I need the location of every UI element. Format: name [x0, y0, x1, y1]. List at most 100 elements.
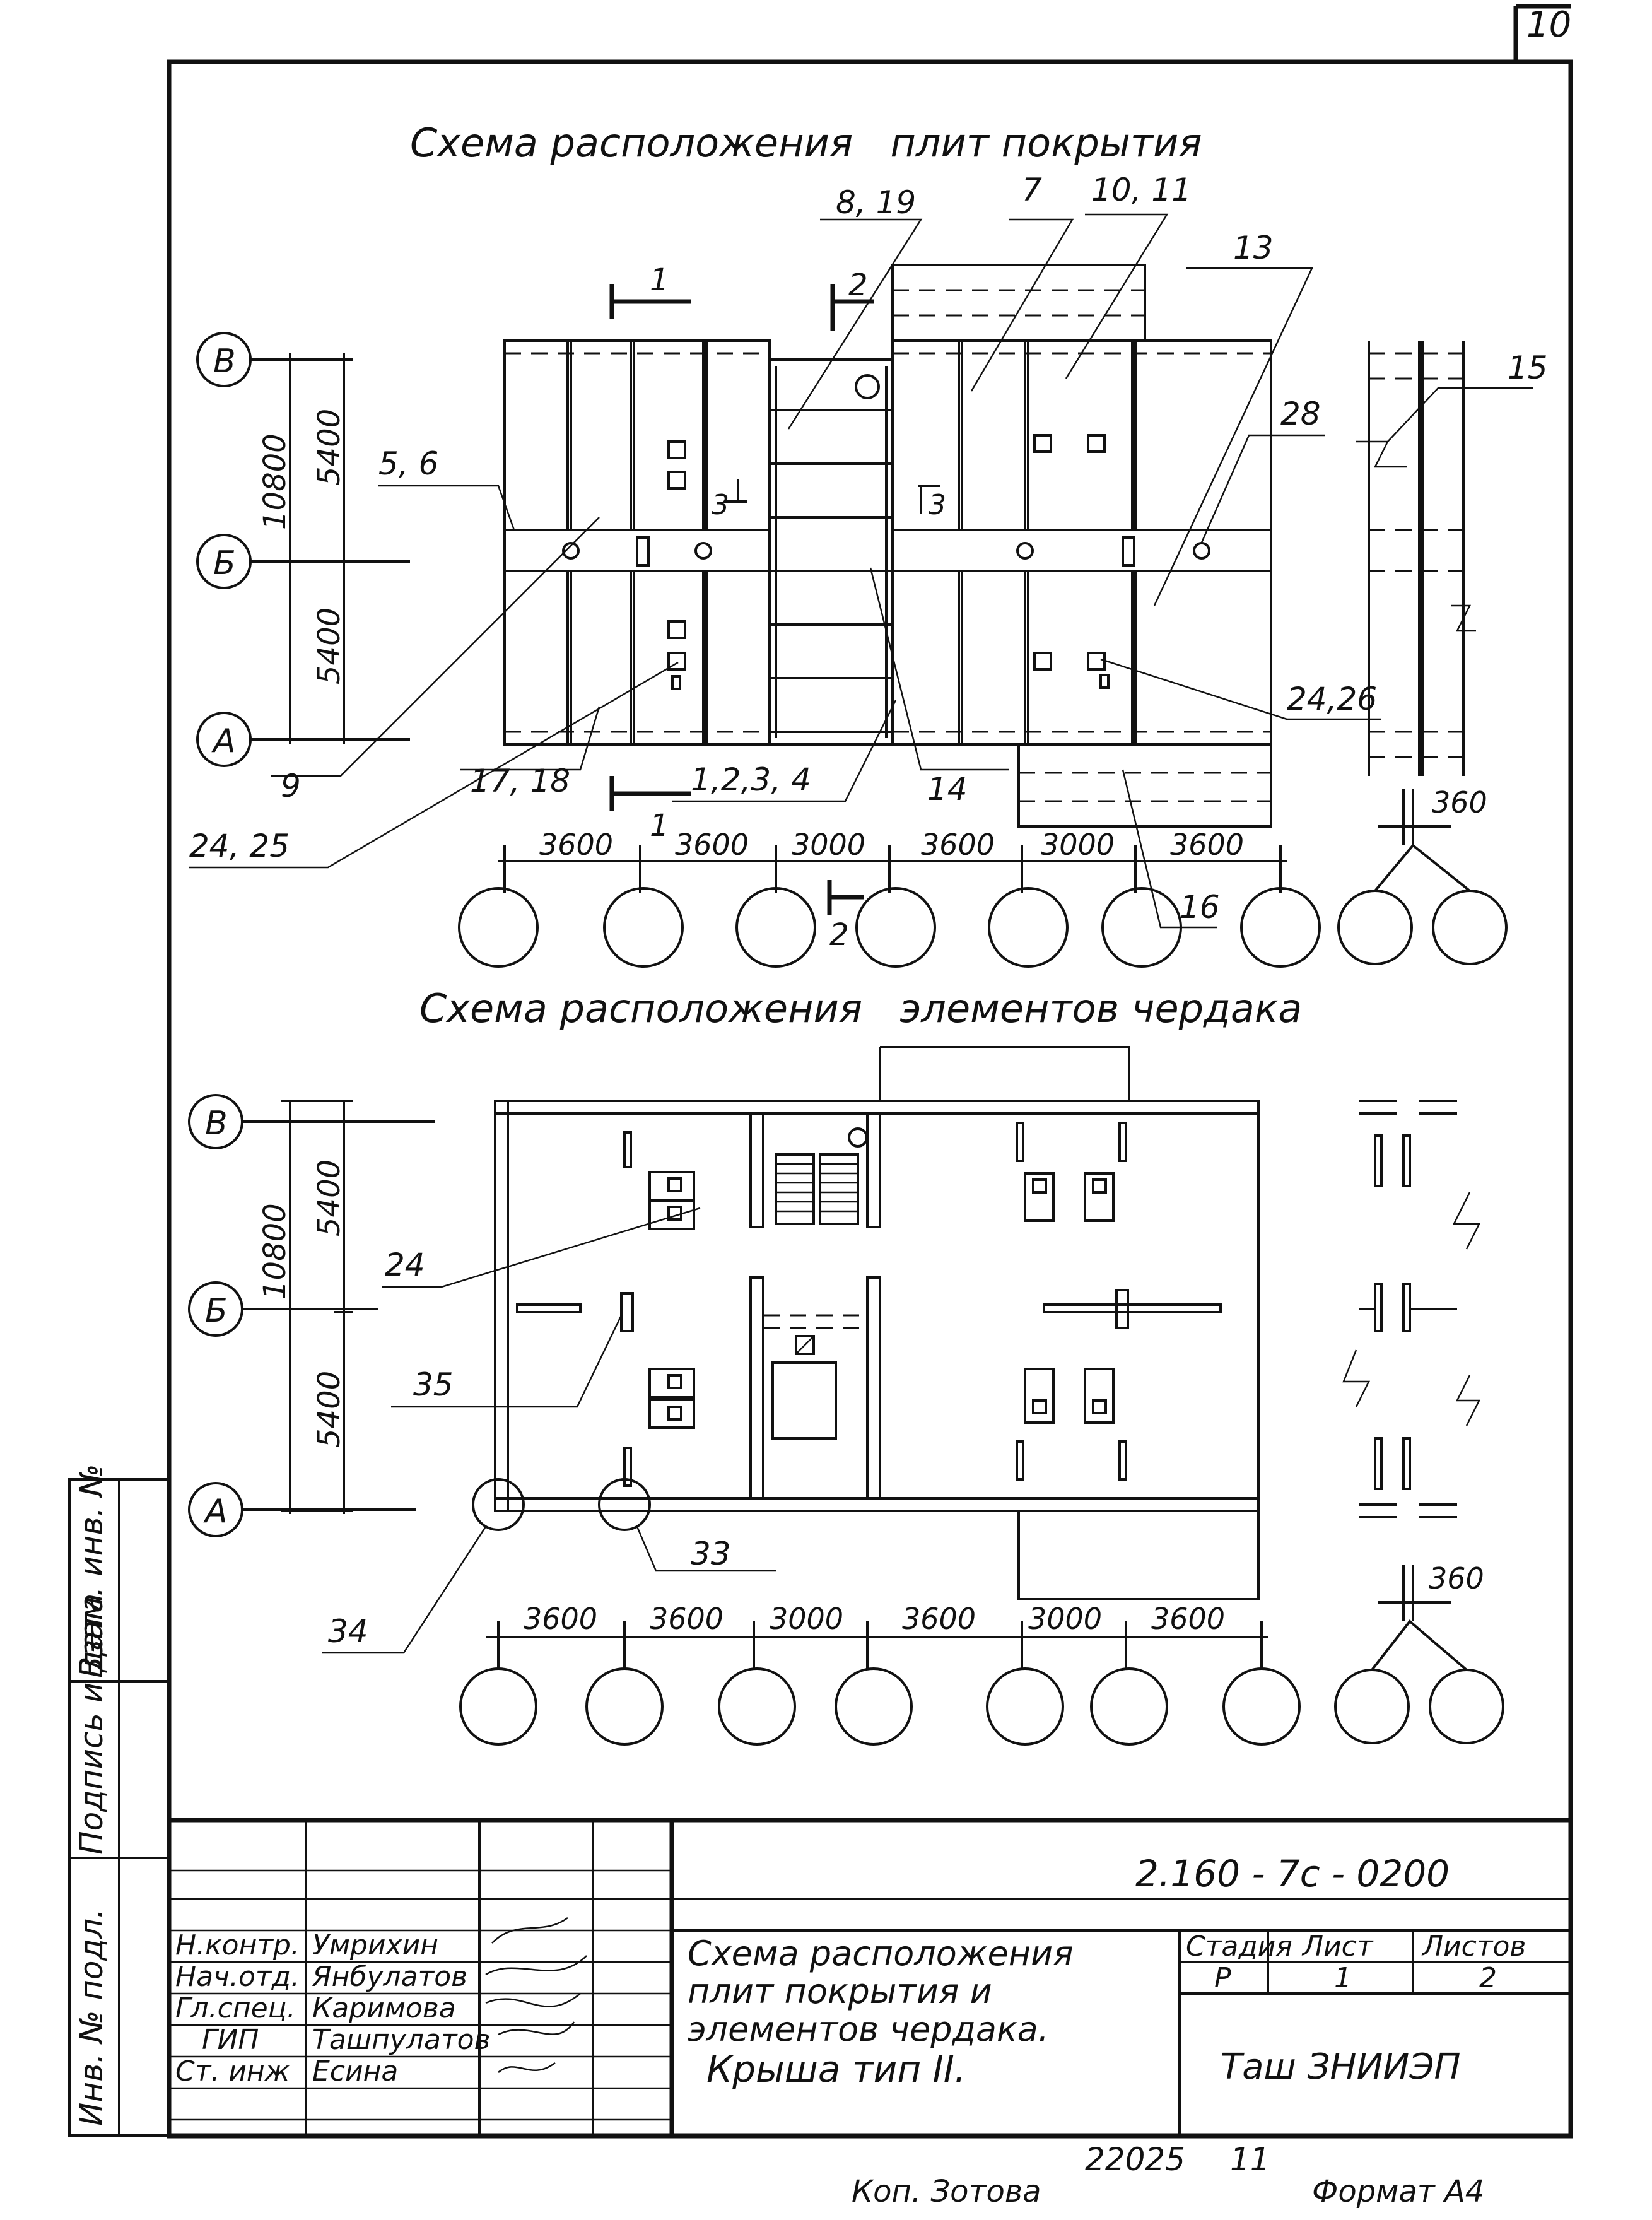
plan1-dim-5400-top: 5400: [312, 409, 347, 486]
signature-table: Н.контр. Умрихин Нач.отд. Янбулатов Гл.с…: [175, 1917, 587, 2088]
doc-code: 2.160 - 7с - 0200: [1135, 1852, 1450, 1895]
callout-24: 24: [385, 1247, 425, 1283]
sig-name-4: Ташпулатов: [312, 2024, 490, 2056]
footer: 22025 11 Коп. Зотова Формат А4: [852, 2141, 1484, 2209]
sig-role-2: Нач.отд.: [175, 1961, 300, 1993]
sig-name-3: Каримова: [312, 1992, 456, 2024]
plan2-axis-b: Б: [205, 1292, 228, 1330]
plan1-right-block: [891, 264, 1272, 828]
plan1-axis-a: А: [211, 722, 236, 760]
callout-24-25: 24, 25: [189, 828, 290, 864]
sig-name-1: Умрихин: [312, 1929, 438, 1961]
side-stamp-inv-number: Инв. № подл.: [73, 1908, 110, 2126]
page-number: 10: [1526, 4, 1571, 45]
plan1-axis-v: В: [213, 343, 236, 380]
sheets-header: Листов: [1421, 1930, 1526, 1963]
plan1-fragment: [1356, 341, 1476, 776]
plan2-dim-5400-top: 5400: [312, 1160, 347, 1236]
plan2-dim-2: 3600: [650, 1602, 723, 1636]
callout-9: 9: [281, 768, 301, 804]
plan2-dim-5: 3000: [1028, 1602, 1102, 1636]
sig-name-5: Есина: [312, 2055, 398, 2088]
plan2-stairs: [771, 1127, 868, 1440]
plan1-stair-block: [768, 358, 894, 746]
section-1-top: 1: [650, 262, 669, 298]
sig-name-2: Янбулатов: [312, 1961, 467, 1993]
title-block: 2.160 - 7с - 0200 Схема расположения пли…: [167, 1818, 1573, 2138]
stage-value: Р: [1214, 1962, 1231, 1994]
sheets-value: 2: [1479, 1962, 1497, 1994]
plan2-fragment: [1342, 1100, 1481, 1518]
plan2-dim-6: 3600: [1151, 1602, 1225, 1636]
plan2-axis-v: В: [205, 1105, 228, 1142]
callout-28: 28: [1280, 396, 1321, 432]
callout-14: 14: [927, 771, 968, 808]
plan1-section-marks: 1 1 2 2 3 3: [609, 262, 946, 953]
plan1-left-block: [503, 339, 771, 746]
plan2-walls: [494, 1046, 1260, 1600]
plan1-callouts: 8, 19 7 10, 11 13 15 28 5, 6 9 24, 25 17…: [189, 172, 1548, 929]
callout-7: 7: [1022, 172, 1042, 208]
paper-format: Формат А4: [1312, 2174, 1484, 2209]
plan2-dims-vertical: 5400 5400 10800: [257, 1100, 353, 1514]
plan1-dims-horizontal: 3600 3600 3000 3600 3000 3600 360: [498, 785, 1487, 877]
sheet-frame: 10: [167, 4, 1573, 2139]
inv-number: 22025: [1085, 2141, 1185, 2178]
callout-15: 15: [1508, 349, 1548, 386]
organization: Таш ЗНИИЭП: [1221, 2047, 1461, 2088]
plan1-axis-b: Б: [213, 544, 236, 582]
title-line-4: Крыша тип II.: [706, 2048, 966, 2091]
sig-role-4: ГИП: [202, 2024, 259, 2056]
plan-roof-slabs: Схема расположения плит покрытия В Б А 5…: [189, 120, 1548, 968]
plan1-dim-2: 3600: [675, 828, 749, 862]
section-1-bottom: 1: [650, 808, 669, 843]
plan1-dim-10800: 10800: [257, 433, 293, 530]
plan2-dim-4: 3600: [902, 1602, 976, 1636]
side-stamp-replaces-inv: Взам. инв. №: [73, 1464, 110, 1678]
section-2-top: 2: [848, 267, 868, 303]
stage-header: Стадия: [1186, 1930, 1292, 1963]
plan1-axis-bubbles: В Б А: [196, 332, 410, 767]
plan2-grid-bubbles: [459, 1619, 1504, 1746]
plan2-callouts: 24 35 33 34: [322, 1207, 776, 1654]
plan2-dim-1: 3600: [524, 1602, 597, 1636]
plan1-dim-4: 3600: [921, 828, 995, 862]
title-line-2: плит покрытия и: [688, 1971, 992, 2011]
callout-34: 34: [328, 1613, 368, 1650]
callout-35: 35: [413, 1366, 454, 1403]
callout-33: 33: [691, 1536, 731, 1572]
plan1-dims-vertical: 5400 5400 10800: [257, 353, 353, 744]
callout-17-18: 17, 18: [470, 763, 570, 799]
signature-scribbles: [485, 1917, 587, 2073]
plan1-title: Схема расположения плит покрытия: [410, 120, 1202, 166]
callout-5-6: 5, 6: [378, 445, 438, 482]
plan-attic-elements: Схема расположения элементов чердака В Б…: [188, 985, 1504, 1746]
side-stamp-signature-date: Подпись и дата: [73, 1594, 110, 1855]
callout-13: 13: [1233, 230, 1274, 266]
plan2-openings: [516, 1122, 1222, 1487]
section-3-left: 3: [712, 489, 729, 521]
sheet-value: 1: [1334, 1962, 1352, 1994]
section-2-bottom: 2: [829, 917, 849, 953]
plan2-dims-horizontal: 3600 3600 3000 3600 3000 3600 360: [486, 1561, 1484, 1653]
callout-8-19: 8, 19: [836, 184, 916, 221]
plan1-dim-5400-bottom: 5400: [312, 608, 347, 684]
sheet-header: Лист: [1301, 1930, 1374, 1963]
plan1-dim-3: 3000: [792, 828, 865, 862]
plan2-title: Схема расположения элементов чердака: [419, 985, 1302, 1031]
callout-16: 16: [1180, 889, 1220, 925]
side-stamp: Инв. № подл. Подпись и дата Взам. инв. №: [68, 1464, 170, 2137]
callout-10-11: 10, 11: [1091, 172, 1192, 208]
plan2-dim-5400-bottom: 5400: [312, 1371, 347, 1448]
plan2-dim-10800: 10800: [257, 1203, 293, 1300]
plan2-axis-a: А: [203, 1493, 228, 1530]
plan1-dim-1: 3600: [539, 828, 613, 862]
copied-by: Коп. Зотова: [852, 2174, 1041, 2209]
section-3-right: 3: [929, 489, 946, 521]
plan2-dim-3: 3000: [770, 1602, 843, 1636]
sig-role-3: Гл.спец.: [175, 1992, 296, 2024]
title-line-3: элементов чердака.: [688, 2009, 1049, 2049]
plan1-grid-bubbles: [458, 843, 1508, 968]
inv-suffix: 11: [1230, 2141, 1270, 2178]
